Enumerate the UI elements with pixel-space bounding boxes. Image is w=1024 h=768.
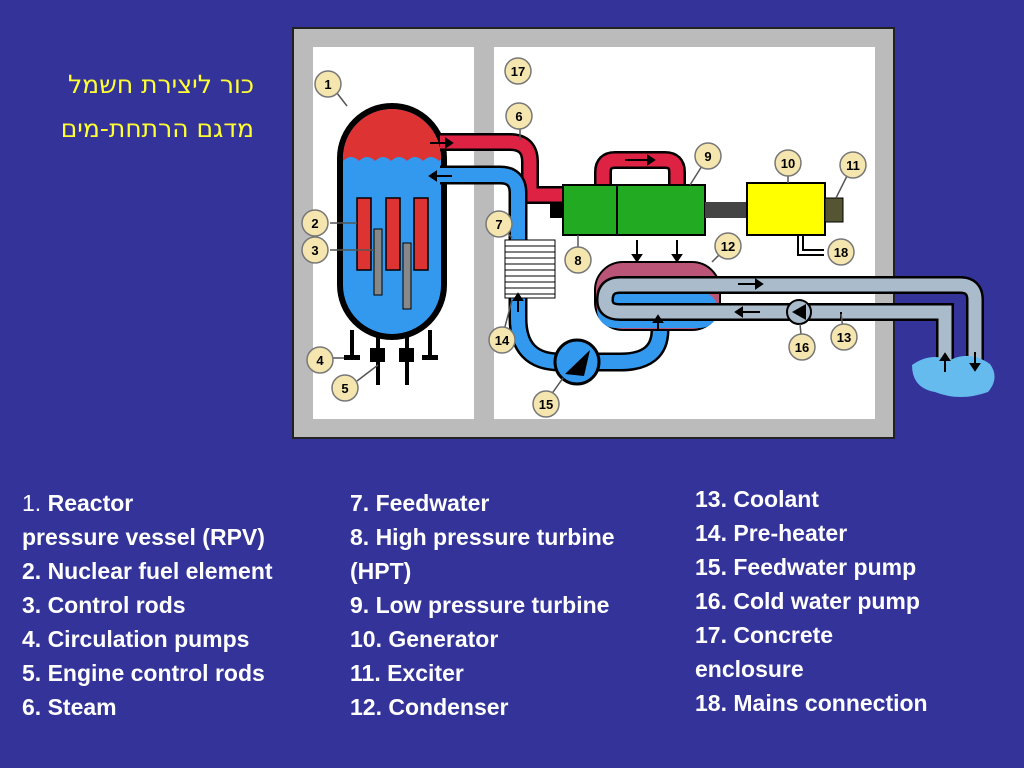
legend-item-3: 3. Control rods xyxy=(22,592,186,618)
callout-10: 10 xyxy=(774,149,802,177)
callout-12: 12 xyxy=(714,232,742,260)
callout-16: 16 xyxy=(788,333,816,361)
legend-item-17-cont: enclosure xyxy=(695,656,804,682)
legend-item-2: 2. Nuclear fuel element xyxy=(22,558,273,584)
reactor-vessel xyxy=(337,103,447,385)
callout-4-label: 4 xyxy=(316,353,324,368)
fuel-element xyxy=(356,197,372,271)
legend-column-3: 13. Coolant 14. Pre-heater 15. Feedwater… xyxy=(695,482,928,720)
callout-7-label: 7 xyxy=(495,217,502,232)
legend-item-17: 17. Concrete xyxy=(695,622,834,648)
callout-15-label: 15 xyxy=(539,397,553,412)
callout-9: 9 xyxy=(694,142,722,170)
callout-16-label: 16 xyxy=(795,340,809,355)
generator xyxy=(746,182,826,236)
legend-item-14: 14. Pre-heater xyxy=(695,520,848,546)
callout-8-label: 8 xyxy=(574,253,581,268)
callout-2: 2 xyxy=(301,209,329,237)
callout-14: 14 xyxy=(488,326,516,354)
bwr-diagram: 1 2 3 4 5 6 7 8 9 10 11 12 13 14 15 16 1… xyxy=(292,27,995,439)
callout-1-label: 1 xyxy=(324,77,331,92)
callout-13: 13 xyxy=(830,323,858,351)
exciter xyxy=(824,197,844,223)
callout-markers: 1 2 3 4 5 6 7 8 9 10 11 12 13 14 15 16 1… xyxy=(301,57,867,418)
legend-item-15: 15. Feedwater pump xyxy=(695,554,917,580)
legend-item-5: 5. Engine control rods xyxy=(22,660,265,686)
legend-item-8-cont: (HPT) xyxy=(350,558,412,584)
legend-item-10: 10. Generator xyxy=(350,626,499,652)
legend-item-12: 12. Condenser xyxy=(350,694,509,720)
control-rod xyxy=(373,228,383,296)
diagram-subtitle: מדגם הרתחת-מים xyxy=(60,114,254,143)
pre-heater xyxy=(504,239,556,299)
water-source xyxy=(912,355,995,397)
callout-3-label: 3 xyxy=(311,243,318,258)
feedwater-pump xyxy=(553,338,601,386)
callout-6-label: 6 xyxy=(515,109,522,124)
callout-17-label: 17 xyxy=(511,64,525,79)
legend-item-16: 16. Cold water pump xyxy=(695,588,920,614)
callout-18: 18 xyxy=(827,238,855,266)
legend-column-1: 1. Reactor pressure vessel (RPV) 2. Nucl… xyxy=(22,486,273,724)
legend-item-6: 6. Steam xyxy=(22,694,117,720)
lp-turbine xyxy=(616,184,706,236)
legend-item-18: 18. Mains connection xyxy=(695,690,928,716)
callout-7: 7 xyxy=(485,210,513,238)
legend-item-7: 7. Feedwater xyxy=(350,490,490,516)
callout-13-label: 13 xyxy=(837,330,851,345)
callout-17: 17 xyxy=(504,57,532,85)
callout-14-label: 14 xyxy=(495,333,510,348)
callout-11-label: 11 xyxy=(846,158,860,173)
fuel-element xyxy=(413,197,429,271)
diagram-title: כור ליצירת חשמל xyxy=(67,70,254,99)
hp-turbine xyxy=(562,184,619,236)
fuel-element xyxy=(385,197,401,271)
callout-9-label: 9 xyxy=(704,149,711,164)
legend-column-2: 7. Feedwater 8. High pressure turbine (H… xyxy=(350,486,615,724)
legend-item-4: 4. Circulation pumps xyxy=(22,626,250,652)
callout-5-label: 5 xyxy=(341,381,348,396)
callout-8: 8 xyxy=(564,246,592,274)
callout-6: 6 xyxy=(505,102,533,130)
callout-1: 1 xyxy=(314,70,342,98)
legend-item-13: 13. Coolant xyxy=(695,486,819,512)
callout-15: 15 xyxy=(532,390,560,418)
legend-item-1-text: Reactor xyxy=(47,490,134,516)
control-rod xyxy=(402,242,412,310)
legend-item-9: 9. Low pressure turbine xyxy=(350,592,610,618)
callout-4: 4 xyxy=(306,346,334,374)
legend-item-1-cont: pressure vessel (RPV) xyxy=(22,524,265,550)
callout-18-label: 18 xyxy=(834,245,848,260)
callout-3: 3 xyxy=(301,236,329,264)
callout-12-label: 12 xyxy=(721,239,735,254)
callout-11: 11 xyxy=(839,151,867,179)
callout-5: 5 xyxy=(331,374,359,402)
legend-item-1-number: 1. xyxy=(22,490,42,516)
legend-item-11: 11. Exciter xyxy=(350,660,464,686)
callout-10-label: 10 xyxy=(781,156,795,171)
legend-item-8: 8. High pressure turbine xyxy=(350,524,615,550)
legend-item-1: 1. Reactor xyxy=(22,486,273,520)
callout-2-label: 2 xyxy=(311,216,318,231)
